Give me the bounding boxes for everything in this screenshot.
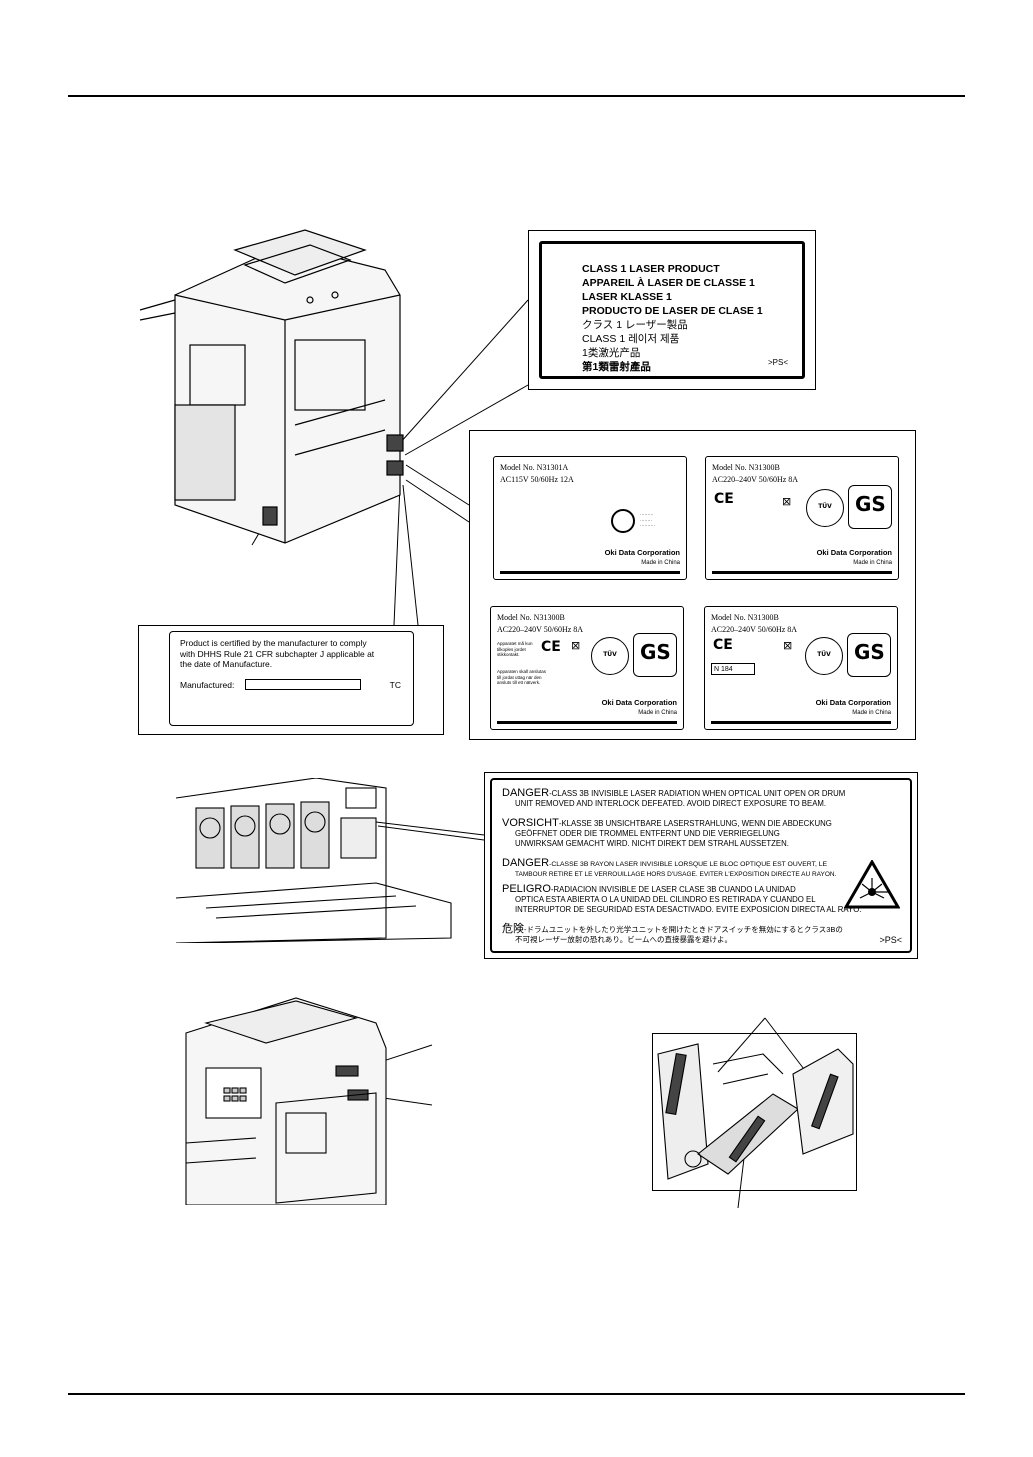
footer-rule (68, 1393, 965, 1395)
gs-mark-icon: GS (848, 485, 892, 529)
ce-mark-icon: CE (714, 491, 734, 507)
header-rule (68, 95, 965, 97)
class1-label-text: CLASS 1 LASER PRODUCT APPAREIL À LASER D… (582, 262, 763, 374)
power-rating: AC220–240V 50/60Hz 8A (711, 625, 798, 634)
gs-mark-icon: GS (847, 633, 891, 677)
class1-line: PRODUCTO DE LASER DE CLASE 1 (582, 305, 763, 317)
danger-block-fr: DANGER-CLASSE 3B RAYON LASER INVISIBLE L… (502, 857, 837, 879)
manufactured-date-field (245, 679, 361, 690)
model-number: Model No. N31301A (500, 463, 569, 472)
mfp-rear-illustration (139, 229, 404, 544)
power-rating: AC115V 50/60Hz 12A (500, 475, 574, 484)
class1-laser-label: CLASS 1 LASER PRODUCT APPAREIL À LASER D… (528, 230, 816, 390)
class1-label-border: CLASS 1 LASER PRODUCT APPAREIL À LASER D… (539, 241, 805, 379)
c-tick-mark: N 184 (711, 663, 755, 675)
class1-line: 1类激光产品 (582, 347, 641, 359)
class1-line: クラス 1 レーザー製品 (582, 319, 688, 331)
class1-code: >PS< (767, 358, 788, 367)
power-rating: AC220–240V 50/60Hz 8A (712, 475, 799, 484)
danger-block-es: PELIGRO-RADIACION INVISIBLE DE LASER CLA… (502, 883, 862, 915)
class1-line: CLASS 1 레이저 제품 (582, 333, 680, 345)
certification-border: Product is certified by the manufacturer… (169, 631, 414, 726)
ce-mark-icon: CE (713, 637, 733, 653)
cert-line: the date of Manufacture. (180, 659, 273, 669)
danger-block-de: VORSICHT-KLASSE 3B UNSICHTBARE LASERSTRA… (502, 817, 832, 849)
label-bar (711, 721, 891, 724)
certification-text: Product is certified by the manufacturer… (180, 638, 374, 670)
class1-line: LASER KLASSE 1 (582, 291, 672, 303)
origin: Made in China (852, 710, 891, 716)
danger-label-border: DANGER-CLASS 3B INVISIBLE LASER RADIATIO… (490, 778, 912, 953)
nrtl-mark-icon (611, 509, 635, 533)
corporation: Oki Data Corporation (815, 698, 891, 707)
mfp-front-illustration (185, 997, 387, 1205)
label-bar (712, 571, 892, 574)
model-number: Model No. N31300B (711, 613, 779, 622)
weee-bin-icon: ⊠ (571, 639, 581, 652)
tuv-mark-icon: TÜV (805, 637, 843, 675)
certification-label: Product is certified by the manufacturer… (138, 625, 444, 735)
origin: Made in China (641, 560, 680, 566)
class3b-danger-label: DANGER-CLASS 3B INVISIBLE LASER RADIATIO… (484, 772, 918, 959)
manufactured-label: Manufactured: (180, 680, 235, 690)
origin: Made in China (638, 710, 677, 716)
tc-label: TC (389, 680, 401, 690)
cert-line: Product is certified by the manufacturer… (180, 638, 367, 648)
weee-bin-icon: ⊠ (782, 495, 792, 508)
model-label-au: Model No. N31300B AC220–240V 50/60Hz 8A … (704, 606, 898, 730)
class1-line: 第1類雷射產品 (582, 361, 651, 373)
cert-line: with DHHS Rule 21 CFR subchapter J appli… (180, 648, 375, 659)
photo-frame (652, 1033, 857, 1191)
label-bar (497, 721, 677, 724)
model-label-eu: Model No. N31300B AC220–240V 50/60Hz 8A … (705, 456, 899, 580)
ce-mark-icon: CE (541, 639, 561, 655)
danger-code: >PS< (879, 935, 902, 945)
corporation: Oki Data Corporation (816, 548, 892, 557)
model-number: Model No. N31300B (497, 613, 565, 622)
charger-illustration (657, 1043, 854, 1180)
corporation: Oki Data Corporation (604, 548, 680, 557)
tuv-mark-icon: TÜV (806, 489, 844, 527)
danger-block-ja: 危険-ドラムユニットを外したり光学ユニットを開けたときドアスイッチを無効にすると… (502, 923, 843, 945)
class1-line: CLASS 1 LASER PRODUCT (582, 263, 720, 275)
weee-bin-icon: ⊠ (783, 639, 793, 652)
corporation: Oki Data Corporation (601, 698, 677, 707)
drum-unit-illustration (176, 778, 452, 943)
model-label-us: Model No. N31301A AC115V 50/60Hz 12A ···… (493, 456, 687, 580)
gs-mark-icon: GS (633, 633, 677, 677)
power-rating: AC220–240V 50/60Hz 8A (497, 625, 584, 634)
model-number: Model No. N31300B (712, 463, 780, 472)
model-labels-group: Model No. N31301A AC115V 50/60Hz 12A ···… (469, 430, 916, 740)
laser-warning-icon (844, 860, 900, 909)
origin: Made in China (853, 560, 892, 566)
tuv-mark-icon: TÜV (591, 637, 629, 675)
nrtl-fineprint: ··························· (640, 512, 655, 528)
model-label-nordic: Model No. N31300B AC220–240V 50/60Hz 8A … (490, 606, 684, 730)
label-bar (500, 571, 680, 574)
class1-line: APPAREIL À LASER DE CLASSE 1 (582, 277, 755, 289)
danger-block-en: DANGER-CLASS 3B INVISIBLE LASER RADIATIO… (502, 787, 846, 809)
